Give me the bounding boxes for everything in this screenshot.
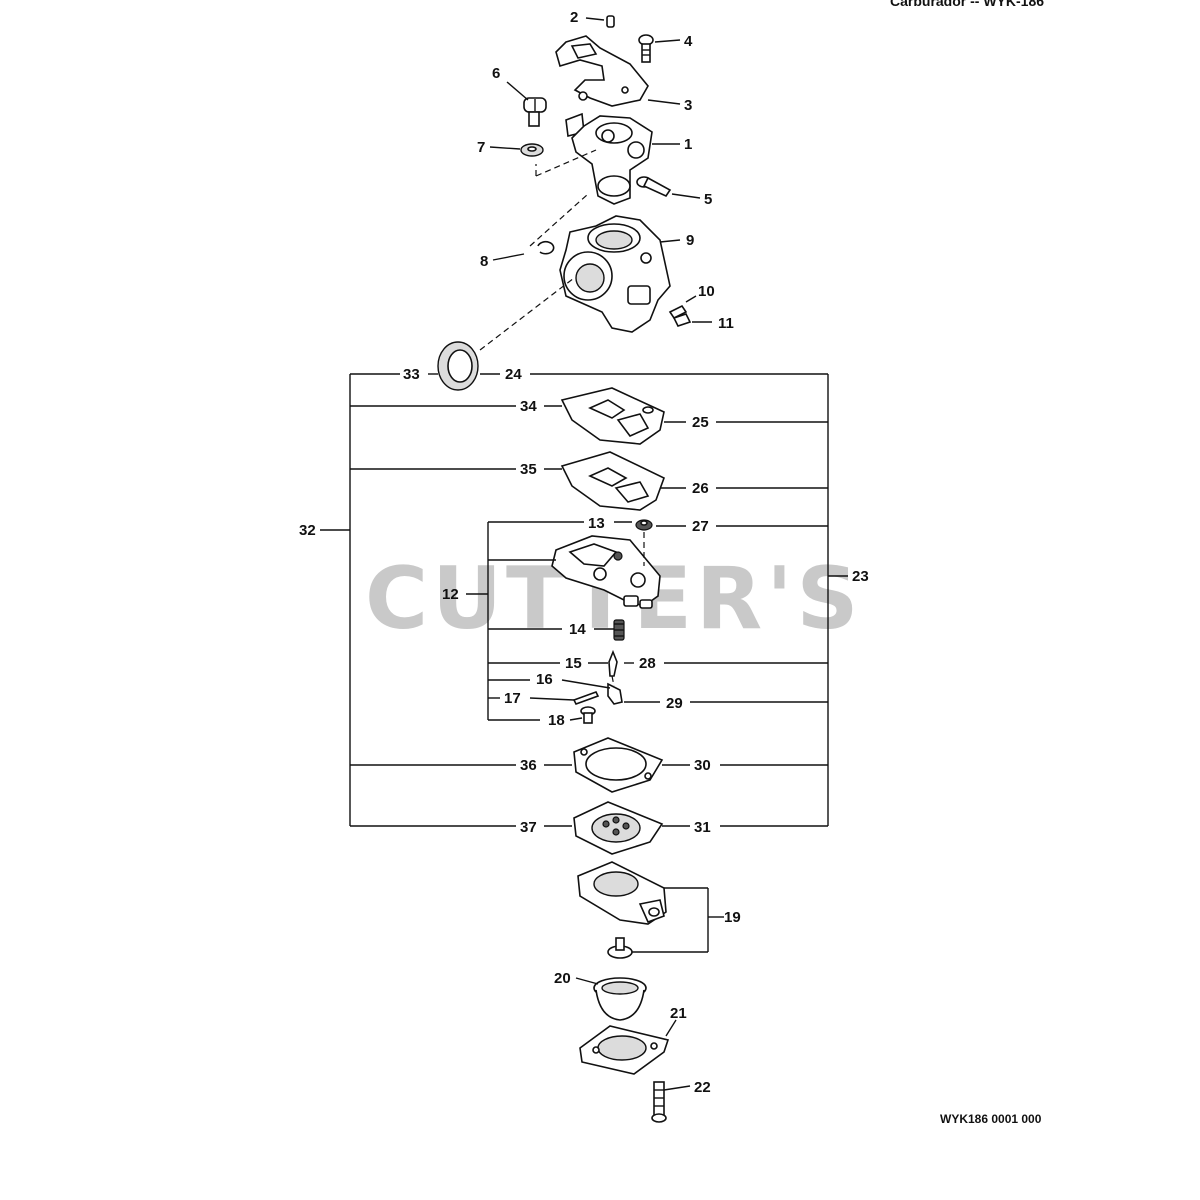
part-25-gasket	[560, 387, 665, 445]
part-26-gasket	[560, 451, 665, 511]
callout-24: 24	[505, 366, 522, 383]
part-3-lever-plate	[555, 35, 649, 107]
drawing-code: WYK186 0001 000	[940, 1112, 1042, 1126]
part-2-pin	[606, 15, 615, 28]
callout-labels: 2 4 3 6 7 1 5 8 9 10 11 33 24 34 25 35 2…	[299, 9, 869, 1096]
callout-11: 11	[718, 315, 734, 332]
part-11-screw	[672, 313, 692, 327]
callout-4: 4	[684, 33, 693, 50]
callout-16: 16	[536, 671, 553, 688]
part-4-screw	[638, 34, 654, 63]
callout-30: 30	[694, 757, 711, 774]
callout-8: 8	[480, 253, 488, 270]
part-5-screw	[636, 176, 672, 198]
callout-2: 2	[570, 9, 578, 26]
part-9-carburetor-body	[559, 215, 671, 333]
callout-29: 29	[666, 695, 683, 712]
callout-9: 9	[686, 232, 694, 249]
callout-21: 21	[670, 1005, 687, 1022]
callout-36: 36	[520, 757, 537, 774]
callout-17: 17	[504, 690, 521, 707]
callout-3: 3	[684, 97, 692, 114]
callout-20: 20	[554, 970, 571, 987]
part-29-lever	[607, 682, 623, 705]
part-22-screw	[651, 1081, 667, 1123]
callout-31: 31	[694, 819, 711, 836]
callout-26: 26	[692, 480, 709, 497]
leader-lines	[320, 17, 848, 1091]
callout-37: 37	[520, 819, 537, 836]
callout-28: 28	[639, 655, 656, 672]
callout-19: 19	[724, 909, 741, 926]
part-19-pump-cover	[577, 861, 667, 925]
part-21-retainer-plate	[579, 1025, 670, 1075]
callout-13: 13	[588, 515, 605, 532]
part-10-screw	[668, 304, 688, 320]
part-24-seal-ring	[437, 341, 479, 391]
callout-22: 22	[694, 1079, 711, 1096]
part-1-throttle-body	[565, 112, 653, 205]
callout-15: 15	[565, 655, 582, 672]
callout-12: 12	[442, 586, 459, 603]
callout-5: 5	[704, 191, 712, 208]
part-12-metering-body	[551, 535, 661, 609]
callout-6: 6	[492, 65, 500, 82]
part-7-washer	[520, 143, 544, 157]
callout-33: 33	[403, 366, 420, 383]
part-8-clip	[537, 240, 555, 255]
part-6-screw	[523, 97, 547, 127]
callout-10: 10	[698, 283, 715, 300]
part-28-needle	[608, 649, 618, 677]
part-20-primer-bulb	[593, 977, 647, 1021]
callout-23: 23	[852, 568, 869, 585]
part-30-gasket	[573, 737, 664, 793]
part-31-diaphragm	[573, 801, 664, 855]
callout-14: 14	[569, 621, 586, 638]
part-27-cap	[635, 519, 653, 531]
callout-34: 34	[520, 398, 537, 415]
part-19-fitting	[607, 937, 633, 959]
callout-18: 18	[548, 712, 565, 729]
callout-35: 35	[520, 461, 537, 478]
callout-27: 27	[692, 518, 709, 535]
part-18-screw	[580, 706, 596, 724]
callout-25: 25	[692, 414, 709, 431]
callout-7: 7	[477, 139, 485, 156]
part-17-pin	[572, 691, 600, 705]
diagram-title: Carburador -- WYK-186	[890, 0, 1044, 9]
callout-32: 32	[299, 522, 316, 539]
part-14-spring	[613, 619, 625, 641]
callout-1: 1	[684, 136, 692, 153]
